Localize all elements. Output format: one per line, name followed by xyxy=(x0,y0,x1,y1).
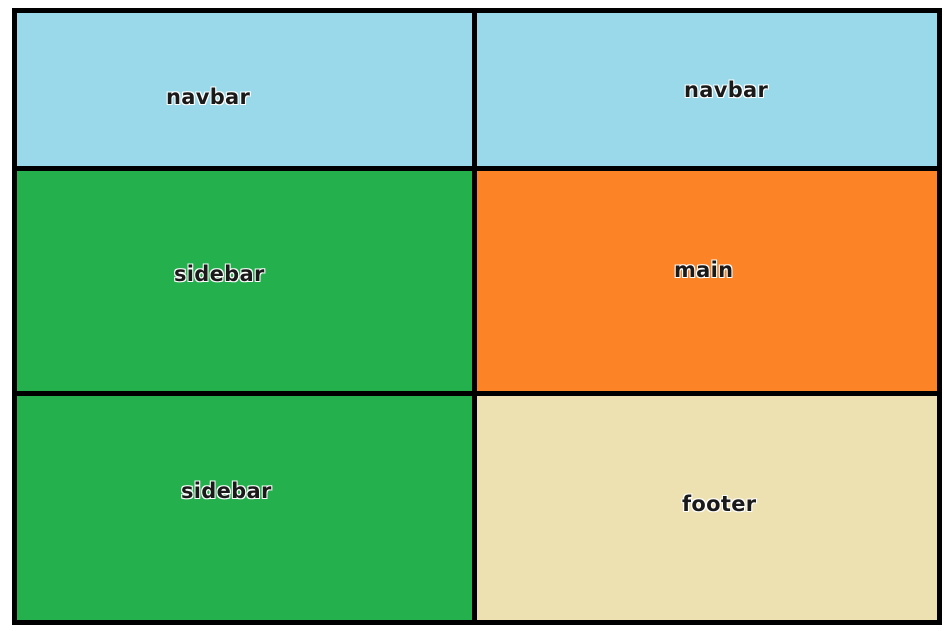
navbar-cell-right: navbar xyxy=(477,13,937,166)
footer-cell: footer xyxy=(477,396,937,620)
navbar-cell-left: navbar xyxy=(17,13,472,166)
layout-grid-diagram: navbar navbar sidebar main sidebar foote… xyxy=(12,8,942,625)
footer-label: footer xyxy=(682,492,757,516)
main-label: main xyxy=(674,258,734,282)
sidebar-label-top: sidebar xyxy=(174,262,265,286)
sidebar-cell-bottom: sidebar xyxy=(17,396,472,620)
sidebar-cell-top: sidebar xyxy=(17,171,472,391)
navbar-label-right: navbar xyxy=(684,78,769,102)
navbar-label-left: navbar xyxy=(166,85,251,109)
main-cell: main xyxy=(477,171,937,391)
sidebar-label-bottom: sidebar xyxy=(181,479,272,503)
